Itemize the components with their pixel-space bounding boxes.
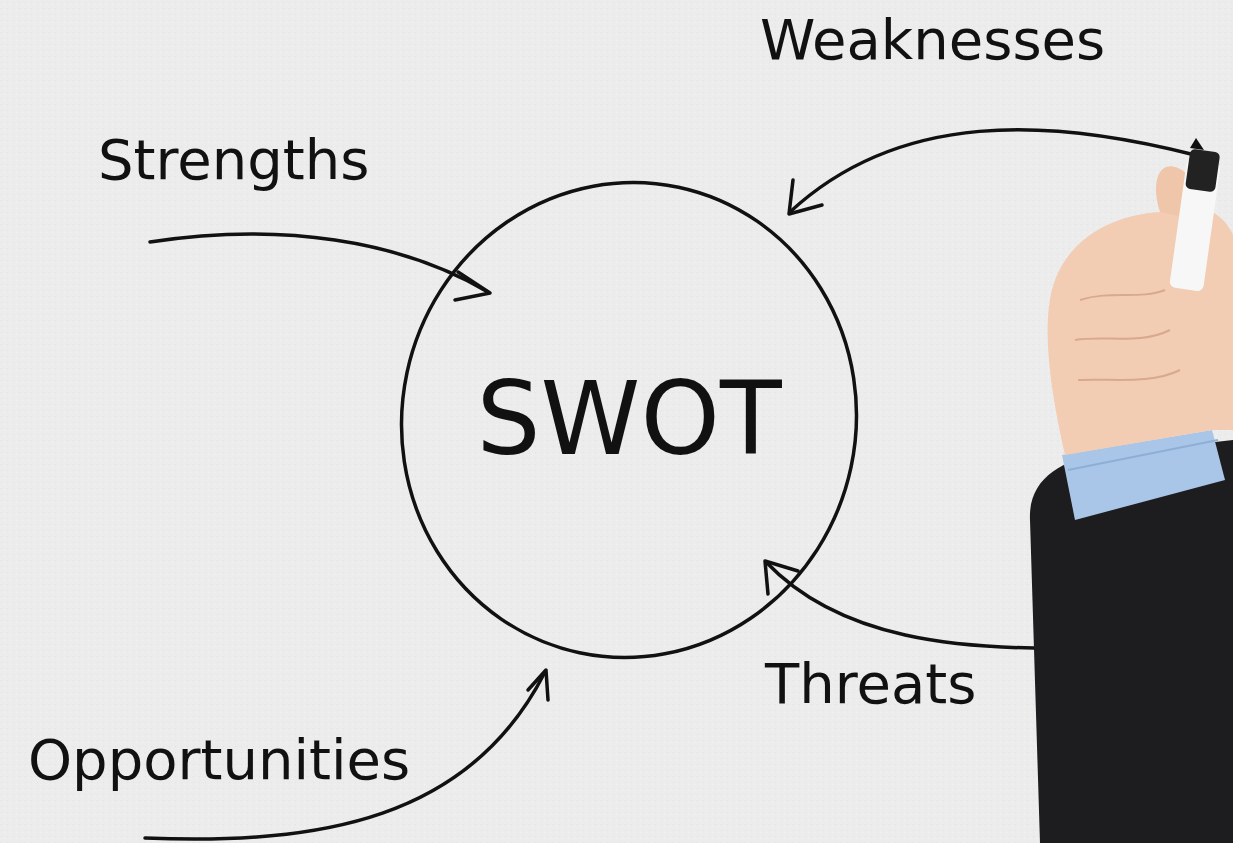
strengths-arrowhead bbox=[455, 272, 490, 300]
swot-ellipse: SWOT bbox=[398, 178, 860, 662]
threats-arrow bbox=[766, 562, 1075, 648]
strengths-arrow bbox=[150, 234, 488, 292]
node-title: SWOT bbox=[398, 364, 860, 475]
threats-arrowhead bbox=[765, 561, 798, 594]
weaknesses-arrowhead bbox=[789, 180, 822, 214]
hand-with-marker bbox=[1030, 138, 1233, 843]
opportunities-arrowhead bbox=[528, 670, 548, 700]
swot-label: Weaknesses bbox=[760, 8, 1105, 72]
swot-label: Threats bbox=[765, 652, 976, 716]
swot-label: Strengths bbox=[98, 128, 369, 192]
swot-label: Opportunities bbox=[28, 728, 410, 792]
ellipse bbox=[357, 140, 900, 700]
weaknesses-arrow bbox=[790, 130, 1195, 212]
